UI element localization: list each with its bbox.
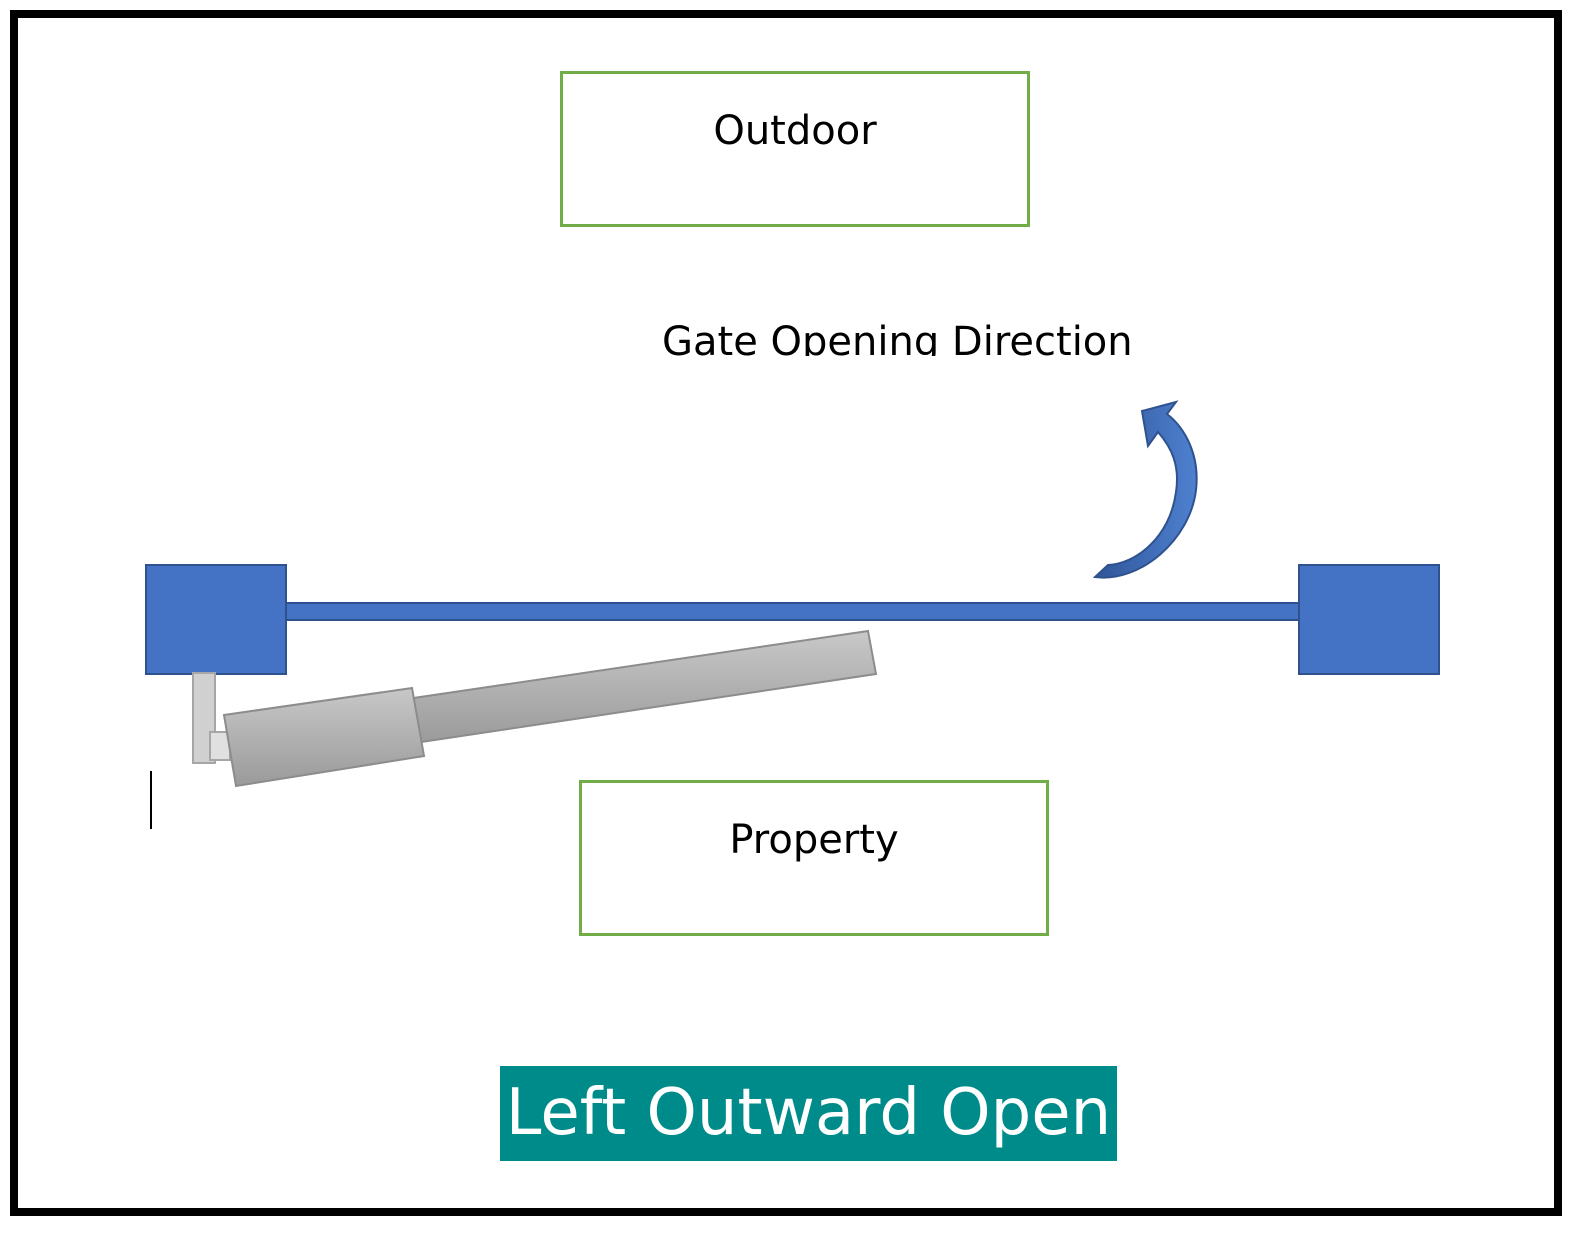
outdoor-label: Outdoor xyxy=(713,108,877,154)
mode-banner: Left Outward Open xyxy=(500,1066,1117,1161)
right-pillar xyxy=(1298,564,1440,675)
property-box: Property xyxy=(579,780,1049,936)
left-pillar xyxy=(145,564,287,675)
gate-actuator-icon xyxy=(192,629,878,788)
actuator-housing xyxy=(222,686,426,788)
property-label: Property xyxy=(729,817,899,863)
gate-leaf xyxy=(285,602,1300,621)
gate-opening-direction-label: Gate Opening Direction xyxy=(662,319,1132,356)
curved-arrow-icon xyxy=(1092,400,1198,579)
actuator-rod xyxy=(398,629,878,746)
outdoor-box: Outdoor xyxy=(560,71,1030,227)
